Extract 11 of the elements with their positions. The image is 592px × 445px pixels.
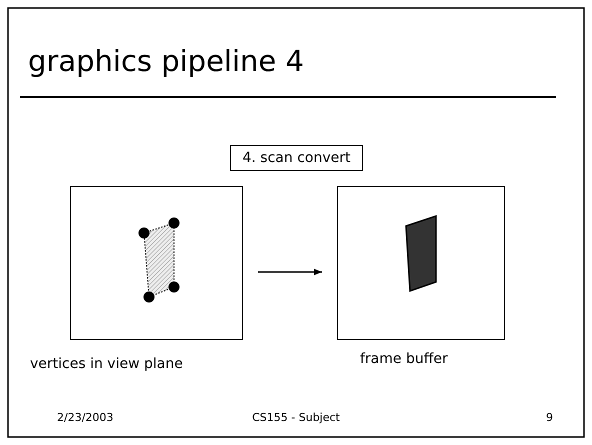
- step-label: 4. scan convert: [242, 150, 350, 166]
- node-label: vertices in view plane: [30, 356, 183, 372]
- course-footer: CS155 - Subject: [252, 411, 340, 424]
- arrow: [258, 268, 322, 276]
- image-frame: [70, 186, 243, 340]
- page-number: 9: [546, 411, 553, 424]
- process-box: [230, 145, 363, 171]
- date-footer: 2/23/2003: [57, 411, 114, 424]
- node-label: frame buffer: [360, 351, 448, 367]
- slide-title: graphics pipeline 4: [28, 44, 304, 78]
- image-frame: [337, 186, 505, 340]
